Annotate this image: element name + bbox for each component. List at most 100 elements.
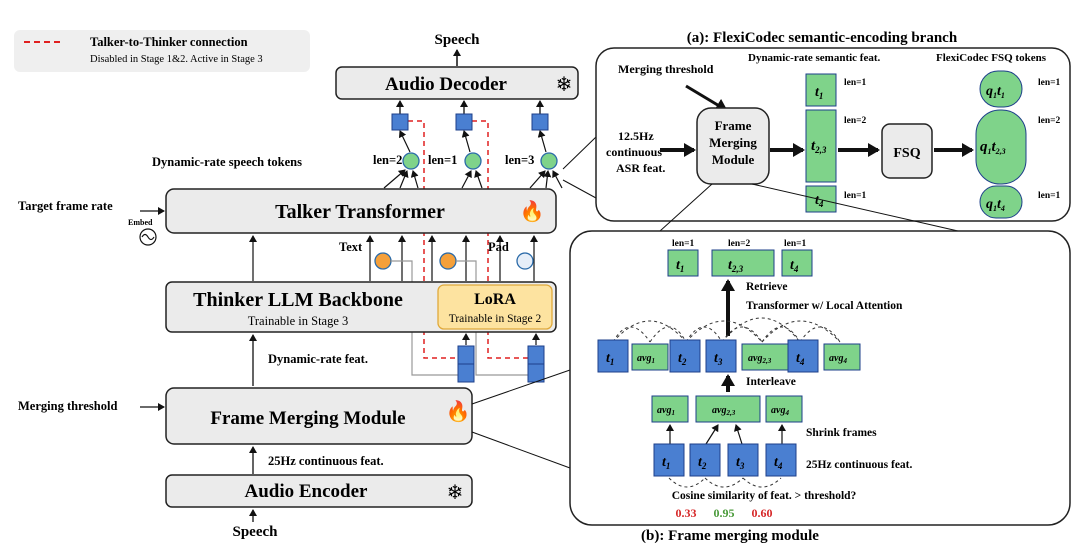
fsq-box	[881, 123, 933, 179]
len-label: len=1	[1038, 191, 1061, 201]
fsq-token-q1t1	[979, 70, 1023, 108]
panel-b-frame	[569, 230, 1071, 526]
lora-stage-label: Trainable in Stage 2	[449, 313, 542, 325]
svg-text:t1: t1	[815, 85, 823, 101]
svg-text:t2: t2	[698, 455, 707, 471]
talker-transformer-box	[165, 188, 557, 234]
svg-text:t1: t1	[662, 455, 670, 471]
frame-token-t1	[597, 339, 629, 373]
fire-icon: 🔥	[446, 399, 471, 423]
input-frame-t4	[765, 443, 797, 477]
similarity-value: 0.60	[752, 506, 773, 520]
feat-token-blue	[457, 363, 475, 383]
input-frame-t3	[727, 443, 759, 477]
svg-text:t4: t4	[815, 193, 824, 209]
pad-token-label: Pad	[488, 240, 509, 254]
lora-label: LoRA	[474, 291, 516, 308]
feat-token-blue	[527, 345, 545, 365]
semantic-token-t1	[805, 73, 837, 107]
frame-merging-module-box	[165, 387, 473, 445]
svg-text:avg4: avg4	[829, 353, 847, 365]
shrunk-avg-1	[651, 395, 689, 423]
speech-token-blue	[391, 113, 409, 131]
semantic-token-t4	[805, 185, 837, 213]
audio-decoder-label: Audio Decoder	[385, 74, 507, 95]
len-label: len=2	[1038, 116, 1061, 126]
speech-token-blue	[531, 113, 549, 131]
svg-text:q1t1: q1t1	[986, 84, 1005, 100]
lora-box	[437, 284, 553, 330]
svg-text:t1: t1	[676, 258, 684, 274]
similarity-value: 0.95	[714, 506, 735, 520]
len-label: len=1	[672, 239, 695, 249]
len-label: len=1	[1038, 78, 1061, 88]
svg-text:t1: t1	[606, 351, 614, 367]
fsq-tokens-label: FlexiCodec FSQ tokens	[936, 52, 1047, 64]
semantic-token-t23	[805, 109, 837, 183]
legend-box	[14, 30, 310, 72]
audio-decoder-box	[335, 66, 579, 100]
avg-token-1	[631, 343, 669, 371]
speech-token-green	[464, 152, 482, 170]
snowflake-icon: ❄	[447, 482, 464, 504]
fsq-token-q1t23	[975, 109, 1027, 185]
svg-text:t2: t2	[678, 351, 687, 367]
dynamic-rate-feat-label: Dynamic-rate feat.	[268, 352, 368, 366]
shrunk-avg-4	[765, 395, 803, 423]
snowflake-icon: ❄	[556, 74, 573, 96]
feat-token-blue	[527, 363, 545, 383]
legend-subtitle: Disabled in Stage 1&2. Active in Stage 3	[90, 54, 263, 65]
svg-text:t4: t4	[774, 455, 783, 471]
avg-token-23	[741, 343, 789, 371]
fsq-token-q1t4	[979, 185, 1023, 219]
len-label: len=1	[844, 78, 867, 88]
dynamic-rate-tokens-label: Dynamic-rate speech tokens	[152, 155, 302, 169]
legend: Talker-to-Thinker connection Disabled in…	[14, 30, 310, 72]
panel-a-title: (a): FlexiCodec semantic-encoding branch	[687, 30, 958, 46]
thinker-llm-label: Thinker LLM Backbone	[193, 289, 403, 311]
continuous-feat-label: 25Hz continuous feat.	[806, 459, 913, 471]
len-label: len=1	[428, 153, 457, 167]
talker-transformer-label: Talker Transformer	[275, 201, 445, 223]
avg-token-4	[823, 343, 861, 371]
talker-to-thinker-connection	[408, 120, 530, 359]
len-label: len=2	[728, 239, 751, 249]
merged-token-t23	[711, 249, 775, 277]
merging-threshold-label: Merging threshold	[18, 399, 117, 413]
interleave-label: Interleave	[746, 376, 796, 388]
svg-text:avg1: avg1	[637, 353, 655, 365]
frame-merging-module-label: Frame Merging Module	[210, 408, 405, 429]
frame-token-t2	[669, 339, 701, 373]
frame-token-t3	[705, 339, 737, 373]
panel-a-merging-threshold: Merging threshold	[618, 62, 714, 76]
text-token-orange	[439, 252, 457, 270]
text-token-label: Text	[339, 240, 363, 254]
retrieve-label: Retrieve	[746, 281, 788, 293]
len-label: len=3	[505, 153, 534, 167]
speech-token-green	[540, 152, 558, 170]
continuous-feat-label: 25Hz continuous feat.	[268, 454, 384, 468]
cosine-similarity-label: Cosine similarity of feat. > threshold?	[672, 490, 857, 502]
asr-input-line3: ASR feat.	[616, 161, 665, 175]
dynamic-semantic-feat-label: Dynamic-rate semantic feat.	[748, 52, 881, 64]
len-label: len=1	[784, 239, 807, 249]
svg-text:t4: t4	[796, 351, 805, 367]
svg-text:q1t4: q1t4	[986, 197, 1005, 213]
transformer-local-attention-label: Transformer w/ Local Attention	[746, 300, 903, 312]
audio-encoder-label: Audio Encoder	[245, 481, 369, 502]
speech-token-green	[402, 152, 420, 170]
merged-token-t4	[781, 249, 813, 277]
text-token-orange	[374, 252, 392, 270]
panel-b-title: (b): Frame merging module	[641, 528, 819, 544]
frame-token-t4	[787, 339, 819, 373]
merged-token-t1	[667, 249, 699, 277]
panel-a-fmm-line1: Frame	[715, 118, 752, 133]
asr-input-line2: continuous	[606, 145, 662, 159]
target-frame-rate-label: Target frame rate	[18, 199, 113, 213]
fsq-label: FSQ	[893, 146, 920, 161]
legend-title: Talker-to-Thinker connection	[90, 35, 248, 49]
len-label: len=2	[373, 153, 402, 167]
speech-output-label: Speech	[435, 32, 481, 48]
feat-token-blue	[457, 345, 475, 365]
svg-text:t4: t4	[790, 258, 799, 274]
